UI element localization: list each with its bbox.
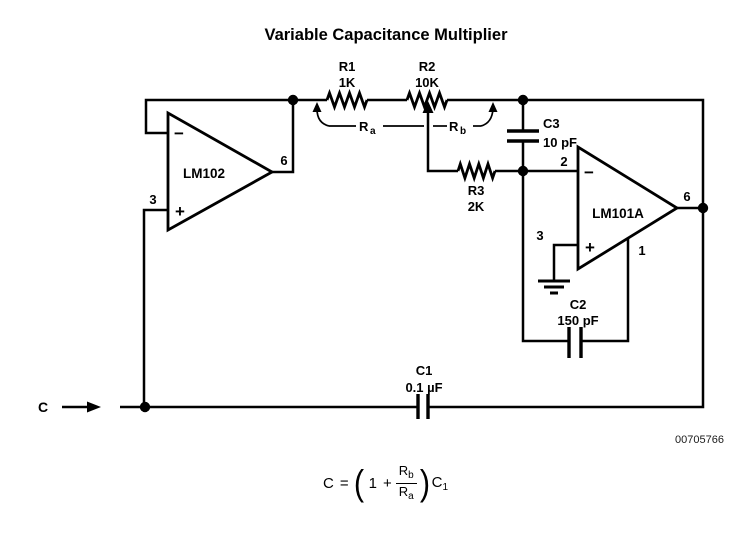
r3-name-label: R3 bbox=[468, 183, 485, 198]
formula-fraction: Rb Ra bbox=[395, 463, 417, 503]
formula-result-base: C bbox=[431, 473, 443, 491]
c2-value-label: 150 pF bbox=[557, 313, 598, 328]
c1-name-label: C1 bbox=[416, 363, 433, 378]
input-signal-label: C bbox=[38, 399, 48, 415]
lm102-pin6-label: 6 bbox=[280, 153, 287, 168]
r2-wiper-wire bbox=[426, 112, 458, 173]
capacitor-c3-plates bbox=[507, 129, 539, 143]
r3-value-label: 2K bbox=[468, 199, 485, 214]
formula-plus: + bbox=[382, 474, 392, 492]
junction-dot bbox=[697, 202, 709, 214]
junction-dot bbox=[287, 94, 299, 106]
formula-result-sub: 1 bbox=[442, 481, 449, 493]
resistor-r3 bbox=[456, 159, 497, 183]
formula-denominator: Ra bbox=[399, 484, 414, 503]
capacitance-formula: C = ( 1 + Rb Ra ) C1 bbox=[320, 463, 448, 503]
ground-icon bbox=[538, 279, 570, 295]
c3-value-label: 10 pF bbox=[543, 135, 577, 150]
lm101a-pin2-label: 2 bbox=[560, 154, 567, 169]
lm102-inv-sign: − bbox=[174, 124, 184, 143]
formula-den-base: R bbox=[398, 483, 409, 499]
rb-arrowhead-icon bbox=[488, 102, 498, 112]
junction-dot bbox=[517, 165, 529, 177]
lm102-noninv-input-wire bbox=[142, 208, 168, 407]
r2-name-label: R2 bbox=[419, 59, 436, 74]
c3-name-label: C3 bbox=[543, 116, 560, 131]
lm102-pin3-label: 3 bbox=[149, 192, 156, 207]
lm102-opamp-triangle bbox=[166, 110, 275, 233]
r2-value-label: 10K bbox=[415, 75, 439, 90]
formula-result: C1 bbox=[432, 474, 448, 493]
formula-lhs: C bbox=[323, 474, 334, 492]
lm102-label: LM102 bbox=[183, 166, 225, 181]
r2-wiper-arrowhead-icon bbox=[422, 101, 434, 113]
capacitor-c1-plates bbox=[416, 394, 430, 419]
formula-equals: = bbox=[339, 474, 349, 492]
lm101a-pin6-label: 6 bbox=[683, 189, 690, 204]
input-arrowhead-icon bbox=[87, 401, 101, 413]
formula-one: 1 bbox=[368, 474, 377, 492]
formula-num-sub: b bbox=[408, 470, 414, 481]
formula-open-paren: ( bbox=[353, 462, 364, 503]
ra-arrowhead-icon bbox=[312, 102, 322, 112]
c2-left-lead-wire bbox=[521, 171, 569, 343]
lm101a-pin3-label: 3 bbox=[536, 228, 543, 243]
figure-code: 00705766 bbox=[675, 434, 724, 446]
rb-span-subscript: b bbox=[460, 126, 466, 137]
capacitor-c2-plates bbox=[567, 327, 583, 358]
c2-right-lead-wire bbox=[581, 238, 630, 343]
rb-span-label: R bbox=[449, 119, 459, 134]
r1-name-label: R1 bbox=[339, 59, 356, 74]
ra-rb-annotation bbox=[312, 102, 498, 127]
feedback-top-left-wire bbox=[144, 98, 327, 135]
formula-numerator: Rb bbox=[395, 463, 417, 484]
c1-value-label: 0.1 µF bbox=[405, 380, 442, 395]
formula-num-base: R bbox=[398, 463, 409, 478]
lm101a-pin1-label: 1 bbox=[638, 243, 645, 258]
resistor-r2 bbox=[405, 88, 449, 112]
lm101a-noninv-sign: + bbox=[585, 238, 595, 257]
junction-dot bbox=[139, 401, 151, 413]
lm102-output-wire bbox=[272, 100, 295, 174]
wires bbox=[62, 98, 705, 413]
lm102-noninv-sign: + bbox=[175, 202, 185, 221]
ra-span-label: R bbox=[359, 119, 369, 134]
c2-name-label: C2 bbox=[570, 297, 587, 312]
junction-dot bbox=[517, 94, 529, 106]
lm101a-noninv-ground-wire bbox=[552, 243, 578, 280]
top-right-rail-wire bbox=[428, 98, 705, 409]
lm101a-inv-sign: − bbox=[584, 163, 594, 182]
r1-value-label: 1K bbox=[339, 75, 356, 90]
lm101a-label: LM101A bbox=[592, 206, 644, 221]
lm101a-opamp-triangle bbox=[576, 144, 680, 272]
formula-close-paren: ) bbox=[419, 462, 430, 503]
ra-span-subscript: a bbox=[370, 126, 376, 137]
figure-title: Variable Capacitance Multiplier bbox=[264, 26, 508, 44]
resistor-r1 bbox=[325, 88, 369, 112]
formula-den-sub: a bbox=[408, 490, 414, 502]
